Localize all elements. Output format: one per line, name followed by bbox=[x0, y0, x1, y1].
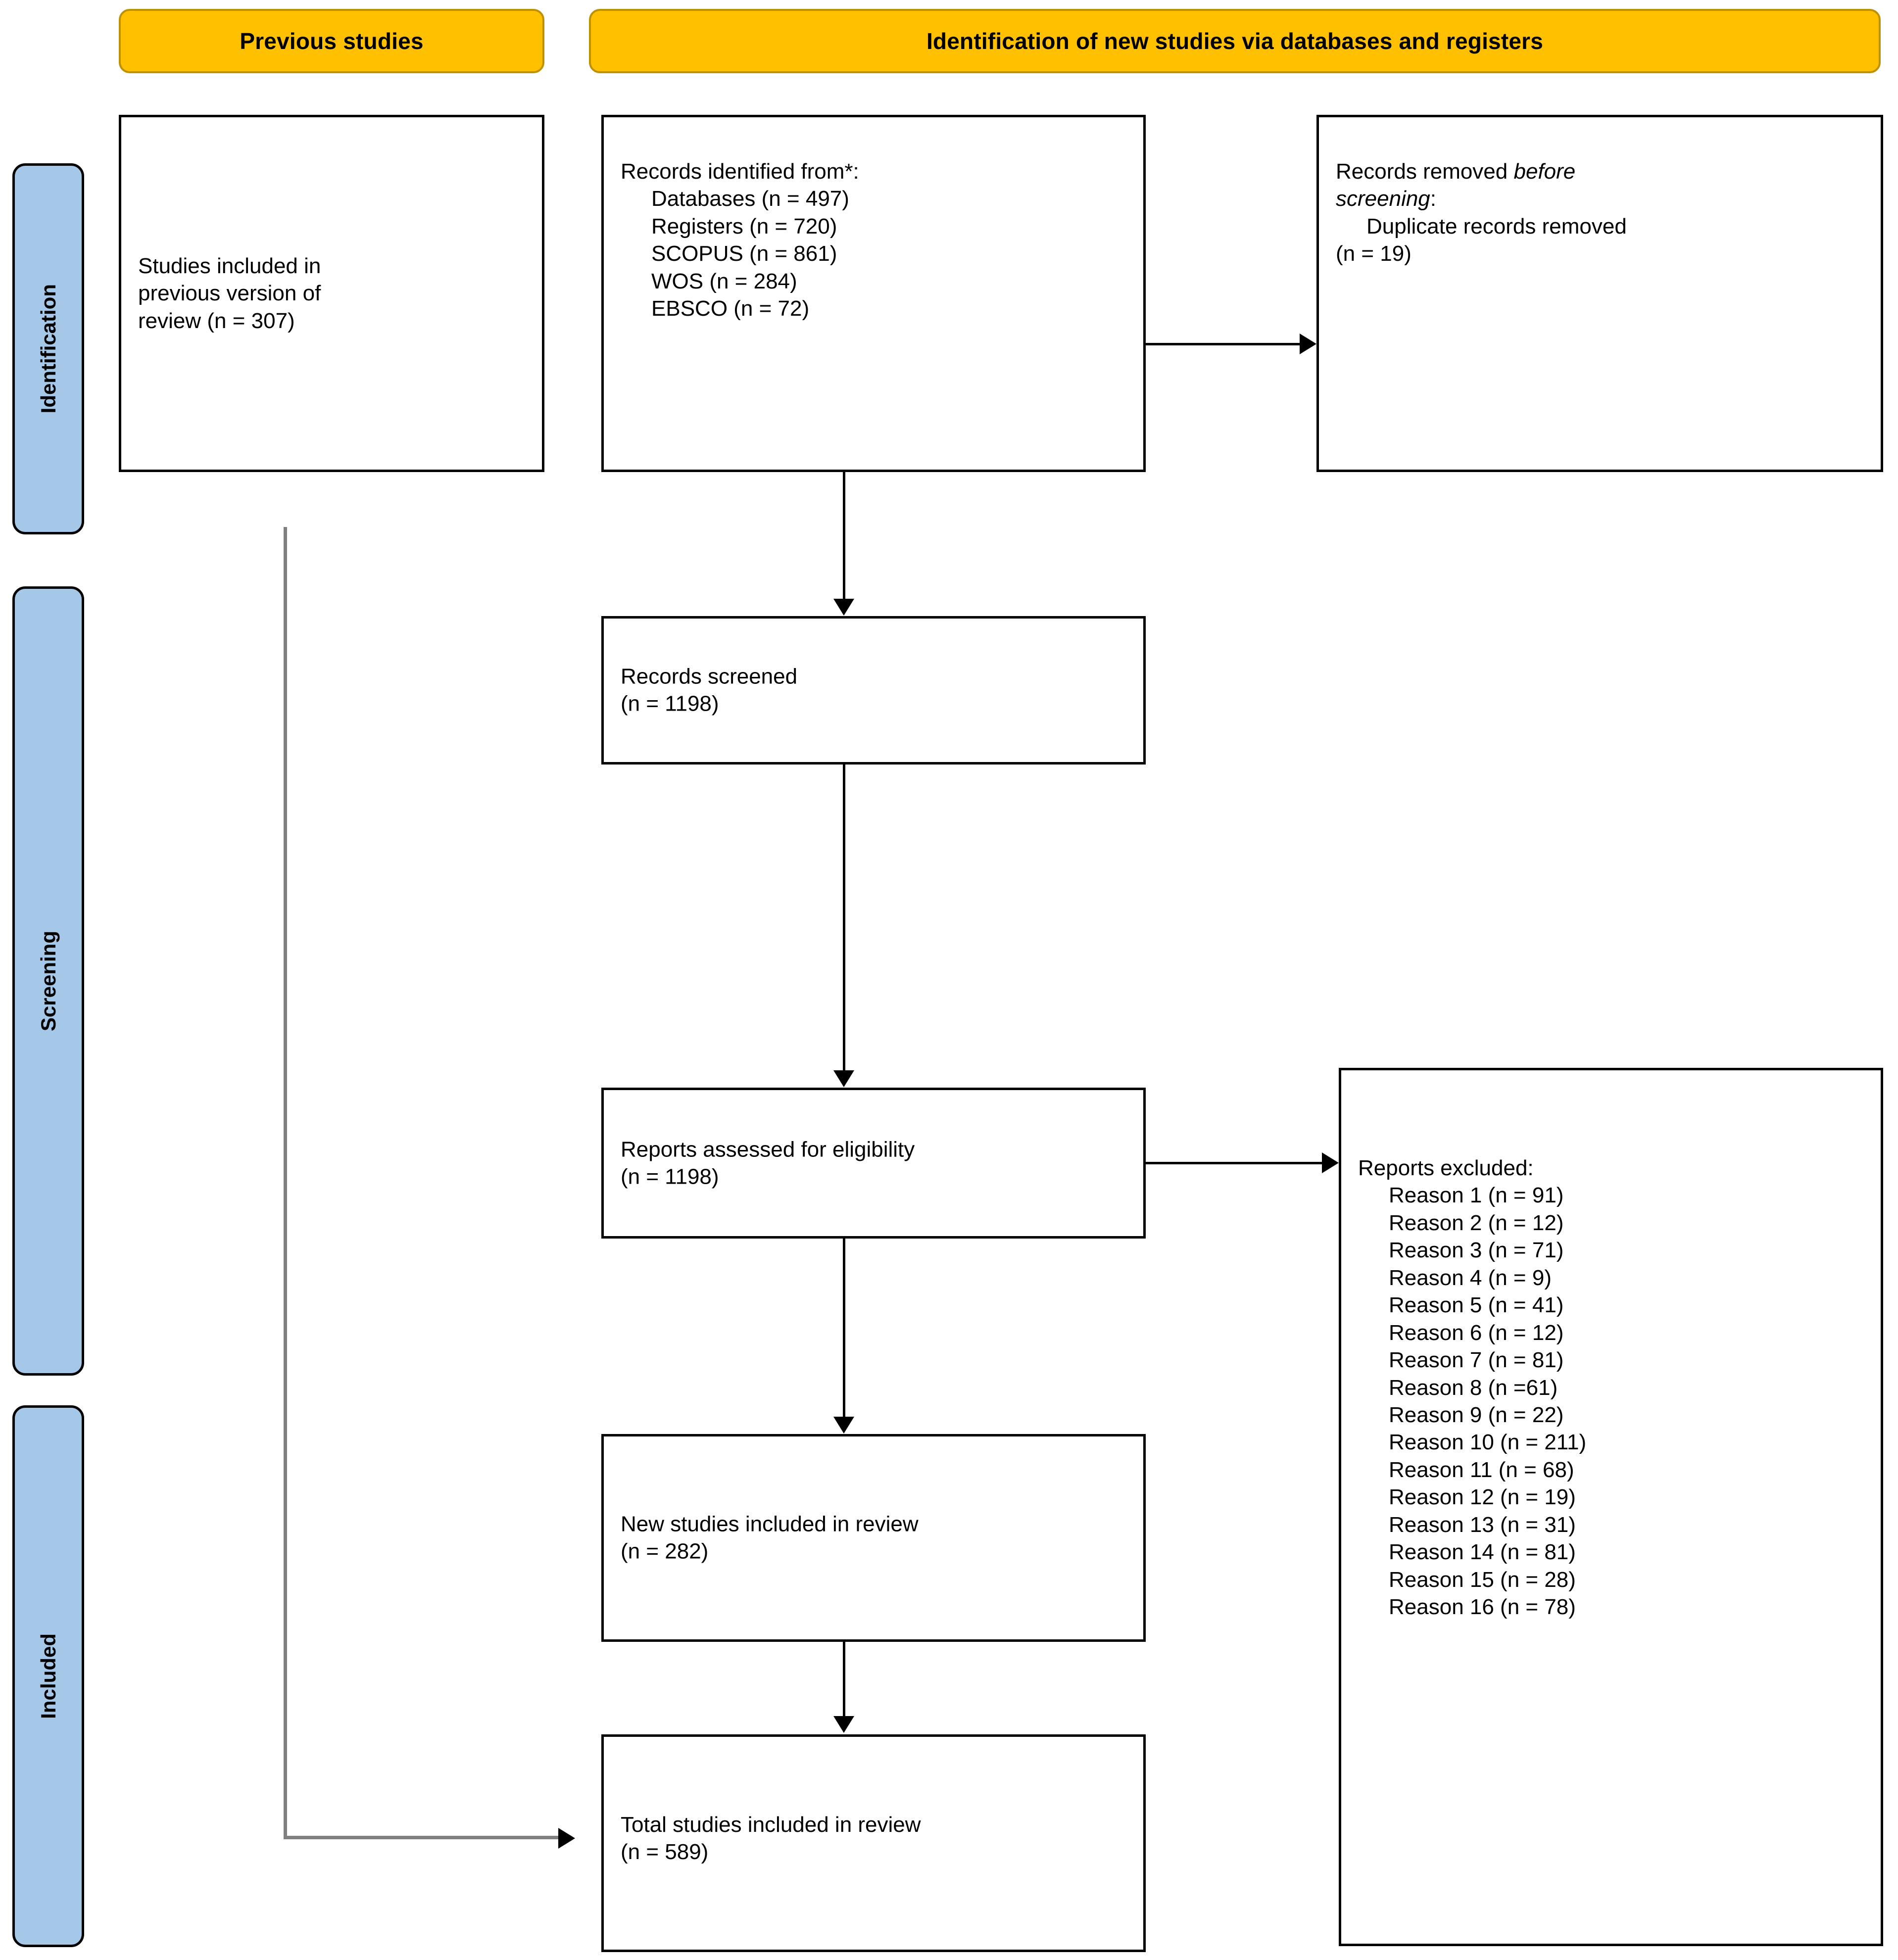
reports-excluded-item-14: Reason 15 (n = 28) bbox=[1389, 1567, 1576, 1592]
box-total-studies-text: Total studies included in review (n = 589… bbox=[621, 1811, 1133, 1866]
reports-excluded-item-3: Reason 4 (n = 9) bbox=[1389, 1265, 1552, 1290]
box-reports-excluded-text: Reports excluded:Reason 1 (n = 91)Reason… bbox=[1358, 1154, 1871, 1621]
rail-included-label: Included bbox=[36, 1633, 60, 1719]
connector-previous-to-total-vertical bbox=[284, 527, 287, 1839]
rail-identification: Identification bbox=[12, 163, 84, 534]
box-records-screened: Records screened (n = 1198) bbox=[601, 616, 1146, 765]
box-records-removed-text: Records removed before screening: Duplicat… bbox=[1336, 158, 1871, 268]
reports-assessed-line1: Reports assessed for eligibility bbox=[621, 1137, 915, 1162]
reports-excluded-item-10: Reason 11 (n = 68) bbox=[1389, 1457, 1574, 1482]
total-studies-line1: Total studies included in review bbox=[621, 1813, 921, 1837]
arrowhead-screened-to-assessed bbox=[833, 1070, 854, 1087]
previous-version-line3: review (n = 307) bbox=[138, 308, 295, 333]
connector-screened-to-assessed bbox=[843, 765, 845, 1071]
reports-excluded-item-5: Reason 6 (n = 12) bbox=[1389, 1320, 1564, 1345]
banner-identification-new: Identification of new studies via databa… bbox=[589, 9, 1881, 73]
box-records-identified: Records identified from*: Databases (n = … bbox=[601, 115, 1146, 472]
records-removed-heading-lead: Records removed bbox=[1336, 159, 1514, 184]
box-reports-excluded: Reports excluded:Reason 1 (n = 91)Reason… bbox=[1339, 1068, 1883, 1946]
reports-excluded-item-7: Reason 8 (n =61) bbox=[1389, 1375, 1558, 1400]
box-new-studies-text: New studies included in review (n = 282) bbox=[621, 1511, 1133, 1566]
records-identified-item-0: Databases (n = 497) bbox=[651, 187, 849, 211]
arrowhead-assessed-to-excluded bbox=[1322, 1152, 1339, 1173]
connector-assessed-to-excluded bbox=[1146, 1162, 1324, 1164]
rail-included: Included bbox=[12, 1405, 84, 1947]
records-removed-heading-colon: : bbox=[1430, 187, 1437, 211]
records-identified-item-4: EBSCO (n = 72) bbox=[651, 296, 810, 321]
connector-previous-to-total-horizontal bbox=[284, 1836, 561, 1839]
records-removed-heading-before: before bbox=[1513, 159, 1576, 184]
previous-version-line2: previous version of bbox=[138, 281, 321, 306]
records-identified-item-2: SCOPUS (n = 861) bbox=[651, 241, 837, 266]
reports-excluded-item-0: Reason 1 (n = 91) bbox=[1389, 1183, 1564, 1208]
connector-identified-to-screened bbox=[843, 472, 845, 600]
box-new-studies: New studies included in review (n = 282) bbox=[601, 1434, 1146, 1642]
reports-excluded-item-8: Reason 9 (n = 22) bbox=[1389, 1402, 1564, 1427]
box-total-studies: Total studies included in review (n = 589… bbox=[601, 1734, 1146, 1952]
connector-assessed-to-new-studies bbox=[843, 1239, 845, 1418]
arrowhead-identified-to-screened bbox=[833, 599, 854, 616]
box-reports-assessed-text: Reports assessed for eligibility(n = 119… bbox=[621, 1136, 1133, 1191]
reports-excluded-item-12: Reason 13 (n = 31) bbox=[1389, 1512, 1576, 1537]
reports-excluded-item-11: Reason 12 (n = 19) bbox=[1389, 1485, 1576, 1510]
new-studies-line1: New studies included in review bbox=[621, 1512, 919, 1536]
records-removed-item-0: Duplicate records removed bbox=[1366, 214, 1627, 239]
records-identified-item-1: Registers (n = 720) bbox=[651, 214, 837, 239]
total-studies-line2: (n = 589) bbox=[621, 1840, 709, 1864]
arrowhead-identified-to-removed bbox=[1300, 334, 1316, 354]
new-studies-line2: (n = 282) bbox=[621, 1539, 709, 1564]
rail-screening-label: Screening bbox=[36, 930, 60, 1032]
rail-screening: Screening bbox=[12, 586, 84, 1376]
connector-new-studies-to-total bbox=[843, 1642, 845, 1717]
reports-assessed-line2: (n = 1198) bbox=[621, 1164, 719, 1189]
previous-version-line1: Studies included in bbox=[138, 253, 321, 278]
arrowhead-new-studies-to-total bbox=[833, 1716, 854, 1733]
box-records-screened-text: Records screened (n = 1198) bbox=[621, 663, 1133, 718]
reports-excluded-heading: Reports excluded: bbox=[1358, 1156, 1534, 1180]
connector-identified-to-removed bbox=[1146, 343, 1302, 345]
banner-previous-studies-label: Previous studies bbox=[240, 28, 424, 54]
box-reports-assessed: Reports assessed for eligibility(n = 119… bbox=[601, 1088, 1146, 1239]
reports-excluded-item-6: Reason 7 (n = 81) bbox=[1389, 1348, 1564, 1373]
reports-excluded-item-4: Reason 5 (n = 41) bbox=[1389, 1293, 1564, 1318]
rail-identification-label: Identification bbox=[36, 284, 60, 414]
records-removed-item-1: (n = 19) bbox=[1336, 241, 1411, 266]
records-screened-line1: Records screened bbox=[621, 664, 798, 689]
banner-previous-studies: Previous studies bbox=[119, 9, 544, 73]
box-records-identified-text: Records identified from*: Databases (n = … bbox=[621, 158, 1133, 323]
records-identified-item-3: WOS (n = 284) bbox=[651, 269, 797, 293]
box-records-removed: Records removed before screening: Duplicat… bbox=[1316, 115, 1883, 472]
arrowhead-assessed-to-new-studies bbox=[833, 1417, 854, 1434]
records-screened-line2: (n = 1198) bbox=[621, 692, 719, 716]
records-identified-heading: Records identified from*: bbox=[621, 159, 859, 184]
arrowhead-previous-to-total bbox=[558, 1828, 575, 1849]
reports-excluded-item-2: Reason 3 (n = 71) bbox=[1389, 1238, 1564, 1263]
reports-excluded-item-9: Reason 10 (n = 211) bbox=[1389, 1430, 1587, 1455]
banner-identification-new-label: Identification of new studies via databa… bbox=[926, 28, 1544, 54]
reports-excluded-item-13: Reason 14 (n = 81) bbox=[1389, 1540, 1576, 1565]
records-removed-heading-screening: screening bbox=[1336, 187, 1430, 211]
reports-excluded-item-1: Reason 2 (n = 12) bbox=[1389, 1210, 1564, 1235]
reports-excluded-item-15: Reason 16 (n = 78) bbox=[1389, 1595, 1576, 1619]
